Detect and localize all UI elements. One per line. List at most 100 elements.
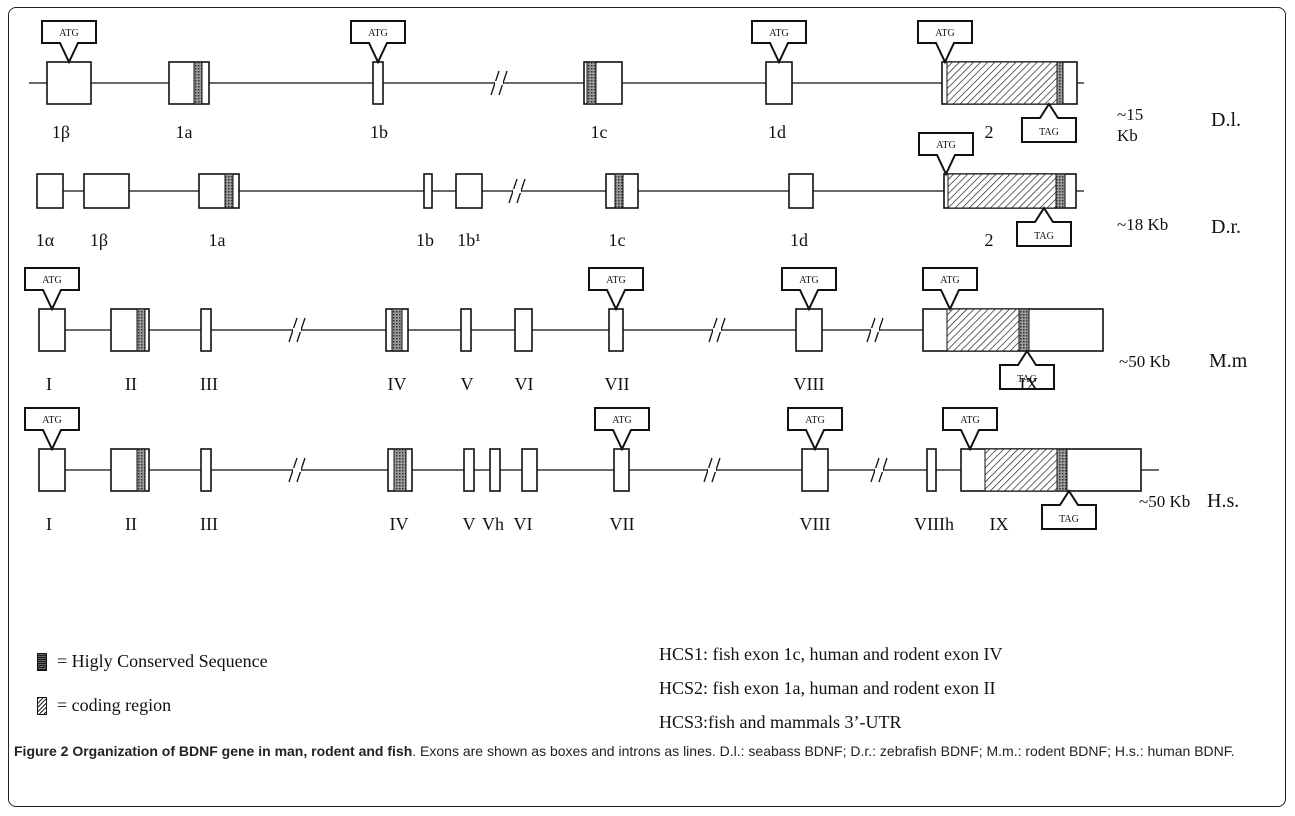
hs-exon-7-label: VII [610,514,635,534]
hs-exon-10-atg-flag [942,407,998,452]
hs-exon-3-hcs [393,448,407,492]
mm-exon-6-atg-flag-label: ATG [606,275,625,286]
dl-exon-5-tag-flag-label: TAG [1039,127,1059,138]
hs-exon-2-label: III [200,514,218,534]
legend-coding-label: = coding region [57,695,172,715]
hs-exon-2 [200,448,212,492]
hs-exon-7-atg-flag [594,407,650,452]
dl-exon-3-label: 1c [591,122,608,142]
dl-size: ~15 [1117,105,1143,124]
mm-exon-3-label: IV [388,374,407,394]
legend-hcs: = Higly Conserved Sequence [37,651,268,672]
hcs3-note: HCS3:fish and mammals 3’-UTR [659,712,902,732]
mm-exon-0-atg-flag-label: ATG [42,275,61,286]
mm-exon-7-atg-flag-label: ATG [799,275,818,286]
hs-exon-5 [489,448,501,492]
hs-break-1-gap [708,468,716,472]
hs-exon-9-label: VIIIh [914,514,954,534]
hs-break-2-gap [875,468,883,472]
mm-exon-2-label: III [200,374,218,394]
mm-exon-1-hcs [136,308,146,352]
dl-exon-0-atg-flag [41,20,97,65]
hs-exon-9 [926,448,937,492]
caption-title: Figure 2 Organization of BDNF gene in ma… [14,743,413,759]
hs-exon-7 [613,448,630,492]
dr-exon-7-tag-flag-label: TAG [1034,231,1054,242]
mm-exon-7-atg-flag [781,267,837,312]
legend-coding: = coding region [37,695,171,716]
mm-exon-0-label: I [46,374,52,394]
hs-exon-0 [38,448,66,492]
dl-exon-0 [46,61,92,105]
mm-exon-6 [608,308,624,352]
dl-exon-0-label: 1β [52,122,70,142]
hs-break-0-gap [293,468,301,472]
dr-exon-4-label: 1b¹ [457,230,480,250]
mm-exon-8-coding [946,308,1020,352]
hs-exon-10-atg-flag-label: ATG [960,415,979,426]
dr-exon-3-label: 1b [416,230,434,250]
dl-exon-5-tag-flag [1021,102,1077,143]
dr-exon-6-label: 1d [790,230,808,250]
hs-exon-8-label: VIII [800,514,831,534]
dr-exon-6 [788,173,814,209]
dr-exon-5-hcs [614,173,624,209]
hs-size: ~50 Kb [1139,492,1190,511]
dr-exon-4 [455,173,483,209]
hcs2-note: HCS2: fish exon 1a, human and rodent exo… [659,678,996,698]
mm-exon-4-label: V [461,374,474,394]
hs-exon-1-label: II [125,514,137,534]
hs-exon-6-label: VI [514,514,533,534]
mm-break-2-gap [871,328,879,332]
mm-break-1-gap [713,328,721,332]
dl-exon-4-atg-flag [751,20,807,65]
dl-exon-2 [372,61,384,105]
hs-exon-0-label: I [46,514,52,534]
dl-exon-5-atg-flag-label: ATG [935,28,954,39]
dl-exon-2-atg-flag [350,20,406,65]
hs-exon-10-tag-flag-label: TAG [1059,514,1079,525]
mm-exon-5-label: VI [515,374,534,394]
dr-exon-7-coding [947,173,1057,209]
hs-exon-8-atg-flag-label: ATG [805,415,824,426]
mm-exon-6-atg-flag [588,267,644,312]
dl-exon-4-atg-flag-label: ATG [769,28,788,39]
dl-exon-2-label: 1b [370,122,388,142]
dr-exon-5-label: 1c [609,230,626,250]
dr-exon-1 [83,173,130,209]
dr-exon-0-label: 1α [36,230,55,250]
mm-exon-0-atg-flag [24,267,80,312]
mm-exon-1-label: II [125,374,137,394]
dl-exon-4-label: 1d [768,122,786,142]
dr-break-0-gap [513,189,521,193]
mm-exon-8-atg-flag [922,267,978,312]
dl-exon-5-atg-flag [917,20,973,65]
hs-species-label: H.s. [1207,490,1239,512]
dl-exon-0-atg-flag-label: ATG [59,28,78,39]
mm-exon-0 [38,308,66,352]
dr-exon-7-tag-flag [1016,206,1072,247]
dr-exon-2-hcs [224,173,234,209]
dl-exon-1-hcs [193,61,203,105]
dr-exon-3 [423,173,433,209]
mm-exon-4 [460,308,472,352]
mm-exon-8-tag-flag [999,349,1055,390]
mm-exon-5 [514,308,533,352]
hs-exon-10-tag-flag [1041,489,1097,530]
dl-size-unit: Kb [1117,126,1138,145]
hcs-swatch-icon [37,652,47,671]
hs-exon-5-label: Vh [482,514,504,534]
mm-exon-8-atg-flag-label: ATG [940,275,959,286]
dr-species-label: D.r. [1211,216,1241,238]
mm-exon-2 [200,308,212,352]
dl-exon-2-atg-flag-label: ATG [368,28,387,39]
dr-exon-0 [36,173,64,209]
dr-exon-7-atg-flag [918,132,974,177]
hs-exon-8-atg-flag [787,407,843,452]
dr-exon-2-label: 1a [209,230,226,250]
dl-break-0-gap [495,81,503,85]
caption-body: . Exons are shown as boxes and introns a… [412,743,1235,759]
hs-exon-8 [801,448,829,492]
